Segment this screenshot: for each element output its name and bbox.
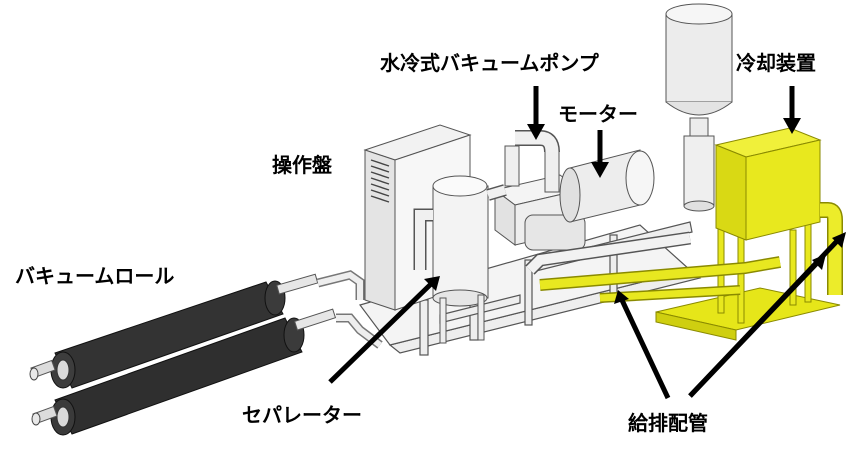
vacuum-pump (493, 130, 586, 251)
arrow-cooler (783, 86, 801, 134)
separator (413, 175, 507, 344)
cooling-unit (655, 127, 843, 341)
callout-arrows (328, 86, 846, 400)
label-cooling-unit: 冷却装置 (736, 51, 816, 75)
arrow-piping-3 (688, 232, 846, 398)
label-vacuum-roll: バキュームロール (15, 264, 175, 288)
vacuum-roll-lower (31, 308, 337, 436)
arrow-piping-1 (614, 290, 671, 400)
arrow-pump (527, 86, 545, 140)
label-vacuum-pump: 水冷式バキュームポンプ (380, 51, 599, 75)
arrow-motor (591, 130, 609, 178)
label-separator: セパレーター (242, 403, 362, 427)
vacuum-roll-assembly (29, 270, 383, 436)
label-motor: モーター (558, 102, 638, 126)
label-piping: 給排配管 (628, 411, 708, 435)
arrow-separator (328, 276, 440, 384)
vacuum-roll-upper (29, 273, 319, 389)
exhaust-silencer (665, 3, 733, 212)
label-control-panel: 操作盤 (272, 153, 332, 177)
motor (559, 149, 655, 223)
